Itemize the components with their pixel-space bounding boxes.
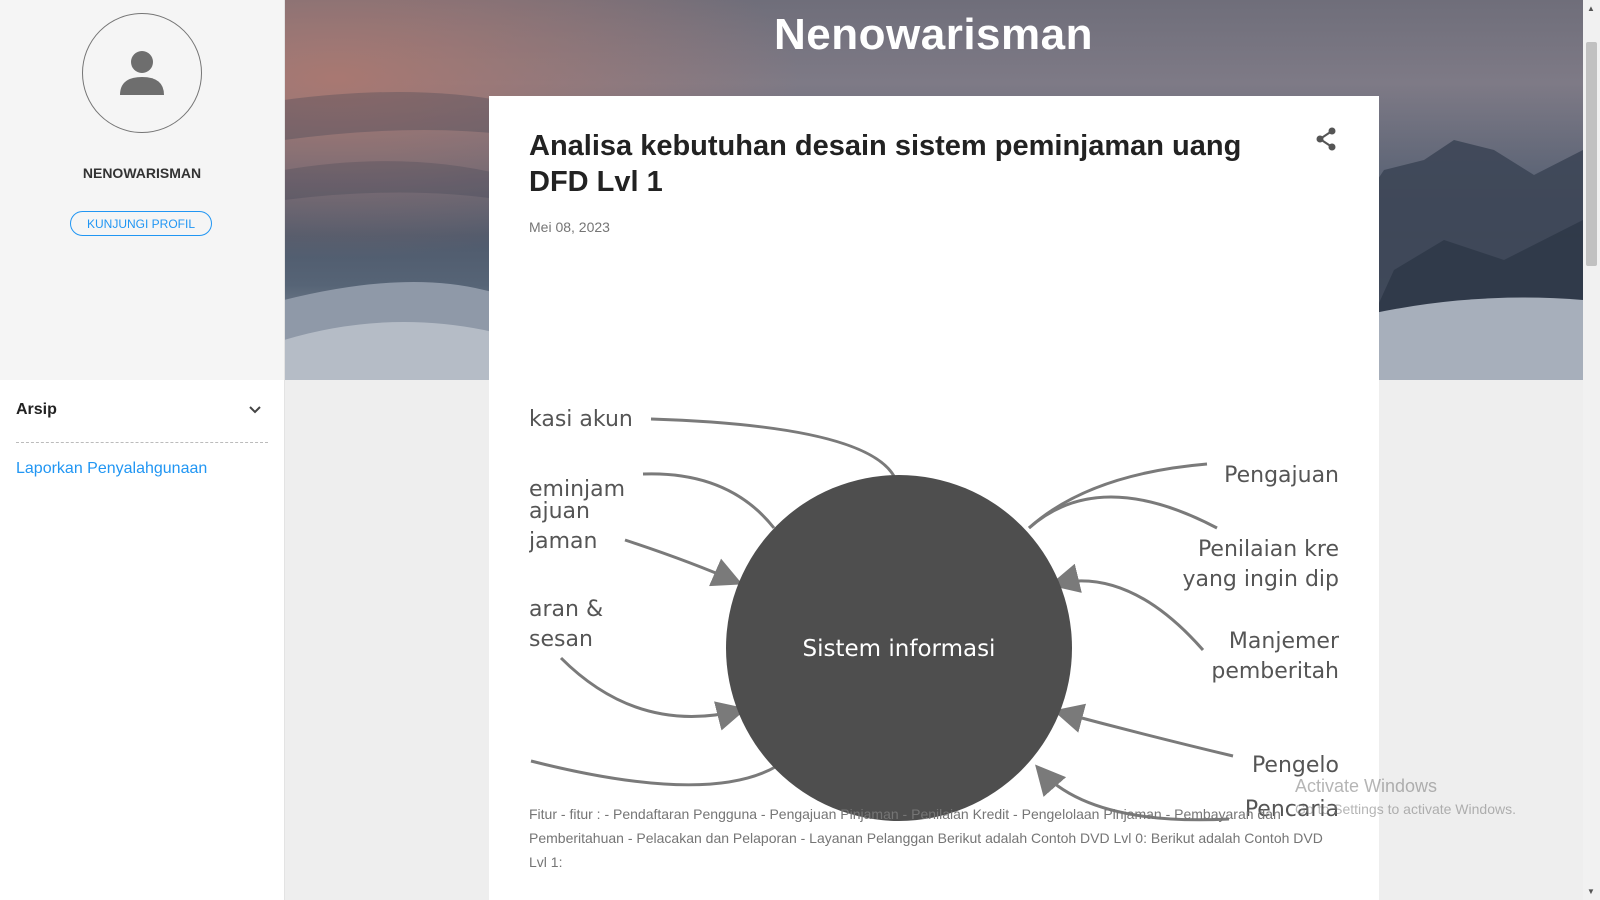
person-icon (120, 51, 164, 95)
diagram-label-left: eminjam (529, 477, 625, 502)
watermark-title: Activate Windows (1295, 776, 1438, 796)
diagram-label-right: Pengajuan (1224, 463, 1339, 488)
profile-section: NENOWARISMAN KUNJUNGI PROFIL (0, 0, 284, 380)
report-abuse-link[interactable]: Laporkan Penyalahgunaan (16, 460, 208, 477)
diagram-label-left: ajuan (529, 499, 590, 524)
diagram-label-right: Pencaria (1245, 797, 1339, 822)
activation-watermark: Activate Windows Go to Settings to activ… (1295, 776, 1516, 817)
post-date: Mei 08, 2023 (529, 219, 610, 235)
diagram-label-right: Penilaian kre (1198, 537, 1339, 562)
visit-profile-button[interactable]: KUNJUNGI PROFIL (70, 211, 212, 236)
sidebar: NENOWARISMAN KUNJUNGI PROFIL Arsip Lapor… (0, 0, 285, 900)
chevron-down-icon[interactable] (248, 402, 262, 416)
scrollbar[interactable]: ▲ ▼ (1583, 0, 1600, 900)
diagram-label-left: jaman (529, 529, 597, 554)
dfd-diagram: Sistem informasi kasi akun eminjam ajuan… (529, 407, 1339, 822)
diagram-label-left: sesan (529, 627, 593, 652)
share-icon[interactable] (1315, 127, 1337, 151)
diagram-label-right: Manjemer (1229, 629, 1339, 654)
scroll-thumb[interactable] (1586, 42, 1597, 266)
profile-name: NENOWARISMAN (82, 165, 202, 181)
diagram-label-right: yang ingin dip (1182, 567, 1339, 592)
blog-title[interactable]: Nenowarisman (774, 10, 1093, 59)
scroll-up-icon[interactable]: ▲ (1587, 4, 1595, 13)
archive-label: Arsip (16, 401, 57, 418)
post-title[interactable]: Analisa kebutuhan desain sistem peminjam… (529, 130, 1242, 198)
process-circle (726, 475, 1072, 821)
diagram-label-right: Pengelo (1252, 753, 1339, 778)
post-card: Analisa kebutuhan desain sistem peminjam… (489, 96, 1379, 900)
scroll-down-icon[interactable]: ▼ (1587, 887, 1595, 896)
archive-section[interactable]: Arsip (16, 398, 268, 443)
diagram-label-right: pemberitah (1211, 659, 1339, 684)
diagram-label-left: kasi akun (529, 407, 633, 432)
diagram-label-left: aran & (529, 597, 603, 622)
avatar[interactable] (82, 13, 202, 133)
watermark-subtitle: Go to Settings to activate Windows. (1295, 801, 1516, 817)
diagram-center-label: Sistem informasi (803, 636, 996, 662)
post-snippet: Fitur - fitur : - Pendaftaran Pengguna -… (529, 806, 1323, 870)
